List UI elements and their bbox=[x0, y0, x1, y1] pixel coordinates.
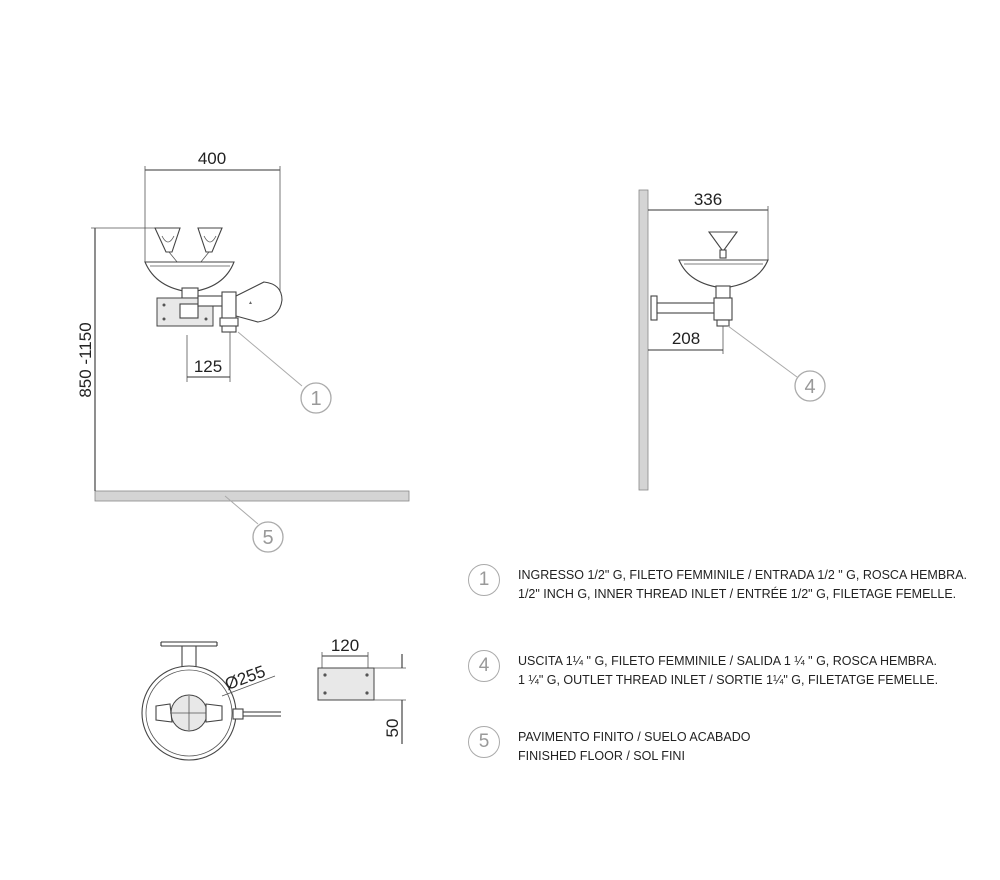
callout-4-number: 4 bbox=[804, 376, 815, 398]
callout-1-number: 1 bbox=[310, 388, 321, 410]
side-support-arm bbox=[656, 302, 718, 314]
legend-number: 1 bbox=[468, 564, 500, 596]
legend-number: 4 bbox=[468, 650, 500, 682]
callout-4-circle bbox=[794, 370, 826, 402]
top-view: Ø255 bbox=[141, 641, 281, 761]
legend-item-4: 4 USCITA 1¼ " G, FILETO FEMMINILE / SALI… bbox=[468, 650, 988, 700]
dim-wall-offset: 208 bbox=[672, 329, 700, 348]
callout-1-circle bbox=[300, 382, 332, 414]
dim-plate-width: 120 bbox=[331, 636, 359, 655]
legend-number: 5 bbox=[468, 726, 500, 758]
dim-height-range: 850 -1150 bbox=[76, 322, 95, 397]
legend-line: FINISHED FLOOR / SOL FINI bbox=[518, 749, 685, 763]
left-spray-head bbox=[154, 227, 181, 253]
dim-depth-side: 336 bbox=[694, 190, 722, 209]
legend-description: INGRESSO 1/2" G, FILETO FEMMINILE / ENTR… bbox=[518, 566, 967, 604]
dim-width-front: 400 bbox=[198, 149, 226, 168]
legend-description: PAVIMENTO FINITO / SUELO ACABADO FINISHE… bbox=[518, 728, 750, 766]
plate-rectangle bbox=[317, 667, 375, 701]
legend-item-1: 1 INGRESSO 1/2" G, FILETO FEMMINILE / EN… bbox=[468, 564, 988, 614]
dim-inlet-offset: 125 bbox=[194, 357, 222, 376]
legend-line: USCITA 1¼ " G, FILETO FEMMINILE / SALIDA… bbox=[518, 654, 937, 668]
svg-text:▲: ▲ bbox=[248, 300, 253, 306]
front-view: 400 850 -1150 ▲ 125 bbox=[76, 149, 410, 553]
legend-line: PAVIMENTO FINITO / SUELO ACABADO bbox=[518, 730, 751, 744]
side-view: 336 208 4 bbox=[638, 189, 826, 491]
callout-5-circle bbox=[252, 521, 284, 553]
side-spray-head bbox=[707, 231, 739, 251]
dim-plate-height: 50 bbox=[383, 719, 402, 738]
legend-line: INGRESSO 1/2" G, FILETO FEMMINILE / ENTR… bbox=[518, 568, 968, 582]
legend-item-5: 5 PAVIMENTO FINITO / SUELO ACABADO FINIS… bbox=[468, 726, 988, 776]
right-spray-head bbox=[197, 227, 223, 253]
plate-detail: 120 50 bbox=[317, 636, 406, 744]
callout-5-number: 5 bbox=[262, 527, 273, 549]
legend-line: 1/2" INCH G, INNER THREAD INLET / ENTRÉE… bbox=[518, 587, 957, 601]
push-handle bbox=[235, 281, 283, 323]
legend-description: USCITA 1¼ " G, FILETO FEMMINILE / SALIDA… bbox=[518, 652, 938, 690]
legend-line: 1 ¼" G, OUTLET THREAD INLET / SORTIE 1¼"… bbox=[518, 673, 939, 687]
side-wall bbox=[638, 189, 649, 491]
dim-bowl-diameter: Ø255 bbox=[222, 662, 268, 694]
finished-floor bbox=[94, 490, 410, 502]
